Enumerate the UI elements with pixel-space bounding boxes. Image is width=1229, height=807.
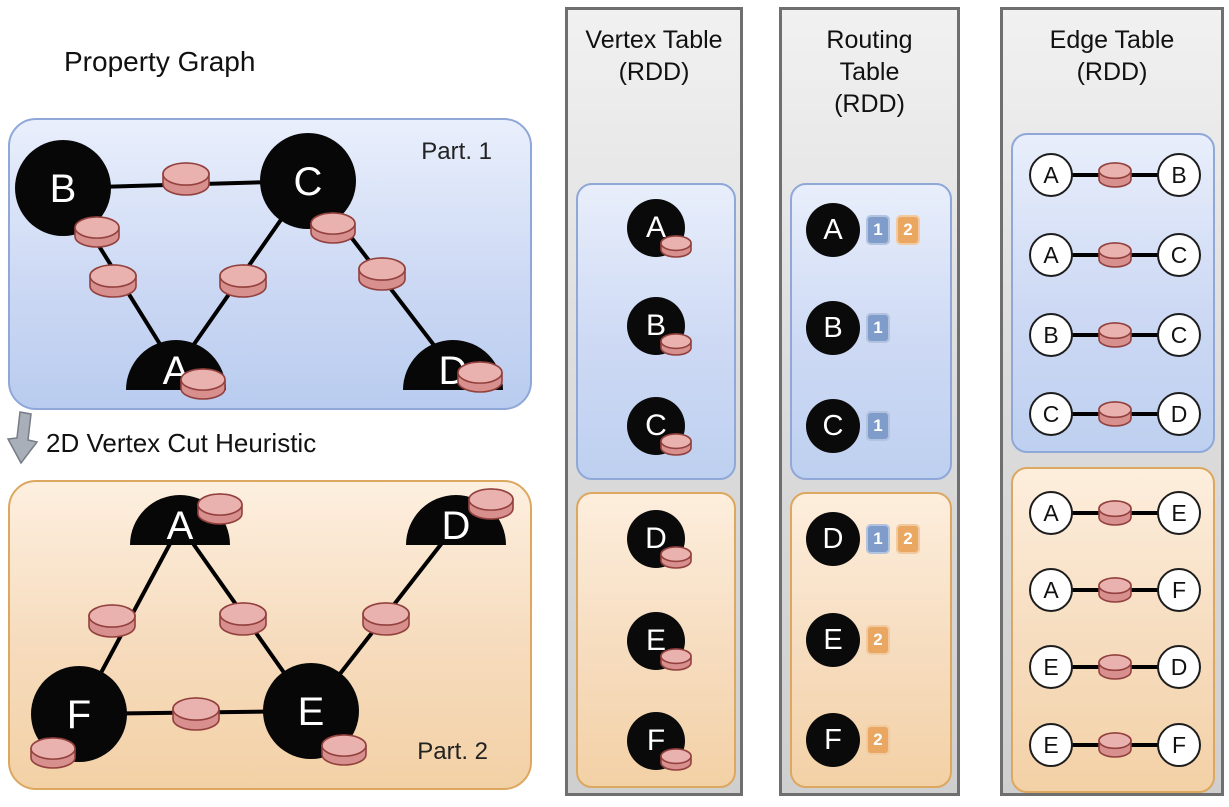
- routing-partition-badge-1: 1: [866, 215, 890, 245]
- edge-property-cylinder-icon-lid: [1098, 732, 1132, 750]
- vertex-property-cylinder-icon: [660, 545, 692, 569]
- edge-endpoint-F: F: [1157, 723, 1201, 767]
- routing-table-title-line: Table: [839, 58, 900, 86]
- edge-endpoint-A: A: [1029, 568, 1073, 612]
- edge-property-cylinder-icon: [1098, 401, 1132, 427]
- edge-property-cylinder-icon: [1098, 242, 1132, 268]
- vertex-property-cylinder-icon: [660, 332, 692, 356]
- edge-property-cylinder-icon: [1098, 162, 1132, 188]
- routing-table-title-line: (RDD): [834, 90, 905, 118]
- vertex-table-title-line: Vertex Table: [585, 26, 723, 54]
- edge-property-cylinder-icon-lid: [1098, 162, 1132, 180]
- edge-property-cylinder-icon: [1098, 500, 1132, 526]
- edge-endpoint-E: E: [1029, 645, 1073, 689]
- edge-endpoint-D: D: [1157, 645, 1201, 689]
- cut-heuristic-label: 2D Vertex Cut Heuristic: [46, 428, 317, 458]
- edge-property-cylinder-icon-lid: [1098, 500, 1132, 518]
- property-graph-title: Property Graph: [64, 46, 256, 77]
- edge-endpoint-A: A: [1029, 153, 1073, 197]
- edge-endpoint-A: A: [1029, 233, 1073, 277]
- edge-table-title-line: (RDD): [1076, 58, 1148, 86]
- edge-endpoint-C: C: [1029, 392, 1073, 436]
- routing-entry-D: D: [806, 512, 860, 566]
- routing-entry-E: E: [806, 613, 860, 667]
- routing-partition-badge-2: 2: [896, 524, 920, 554]
- routing-entry-A: A: [806, 203, 860, 257]
- edge-endpoint-E: E: [1157, 491, 1201, 535]
- edge-endpoint-C: C: [1157, 233, 1201, 277]
- routing-partition-badge-2: 2: [866, 625, 890, 655]
- vertex-property-cylinder-icon: [660, 747, 692, 771]
- edge-property-cylinder-icon: [1098, 577, 1132, 603]
- edge-property-cylinder-icon: [1098, 654, 1132, 680]
- partition-1-label: Part. 1: [421, 138, 492, 165]
- routing-partition-badge-1: 1: [866, 411, 890, 441]
- edge-property-cylinder-icon: [1098, 162, 1132, 188]
- vertex-property-cylinder-icon: [660, 545, 692, 569]
- edge-endpoint-A: A: [1029, 491, 1073, 535]
- edge-property-cylinder-icon: [1098, 242, 1132, 268]
- edge-property-cylinder-icon: [1098, 732, 1132, 758]
- edge-endpoint-E: E: [1029, 723, 1073, 767]
- routing-entry-C: C: [806, 399, 860, 453]
- partition-2-label: Part. 2: [417, 738, 488, 765]
- edge-table-title-line: Edge Table: [1049, 26, 1175, 54]
- edge-property-cylinder-icon-lid: [1098, 654, 1132, 672]
- routing-partition-badge-1: 1: [866, 524, 890, 554]
- vertex-property-cylinder-icon: [660, 234, 692, 258]
- partition-1-box: Part. 1: [8, 118, 532, 410]
- edge-property-cylinder-icon-lid: [1098, 242, 1132, 260]
- edge-property-cylinder-icon-lid: [1098, 577, 1132, 595]
- routing-partition-badge-2: 2: [866, 725, 890, 755]
- vertex-property-cylinder-icon-lid: [660, 332, 692, 349]
- edge-endpoint-B: B: [1157, 153, 1201, 197]
- edge-property-cylinder-icon: [1098, 654, 1132, 680]
- vertex-property-cylinder-icon-lid: [660, 747, 692, 764]
- routing-entry-F: F: [806, 713, 860, 767]
- edge-property-cylinder-icon-lid: [1098, 322, 1132, 340]
- vertex-property-cylinder-icon: [660, 332, 692, 356]
- routing-partition-badge-1: 1: [866, 313, 890, 343]
- edge-property-cylinder-icon: [1098, 577, 1132, 603]
- vertex-property-cylinder-icon: [660, 647, 692, 671]
- vertex-table-title-line: (RDD): [618, 58, 690, 86]
- vertex-table-title: Vertex Table (RDD): [568, 24, 740, 88]
- edge-property-cylinder-icon: [1098, 322, 1132, 348]
- cut-arrow-icon: [6, 411, 39, 465]
- edge-endpoint-C: C: [1157, 313, 1201, 357]
- edge-endpoint-D: D: [1157, 392, 1201, 436]
- vertex-property-cylinder-icon: [660, 234, 692, 258]
- cut-arrow-shape: [6, 411, 39, 465]
- edge-property-cylinder-icon: [1098, 732, 1132, 758]
- vertex-property-cylinder-icon-lid: [660, 545, 692, 562]
- edge-endpoint-F: F: [1157, 568, 1201, 612]
- vertex-property-cylinder-icon: [660, 647, 692, 671]
- vertex-property-cylinder-icon: [660, 432, 692, 456]
- edge-property-cylinder-icon: [1098, 401, 1132, 427]
- routing-partition-badge-2: 2: [896, 215, 920, 245]
- partition-2-box: Part. 2: [8, 480, 532, 790]
- vertex-property-cylinder-icon-lid: [660, 432, 692, 449]
- vertex-property-cylinder-icon: [660, 747, 692, 771]
- routing-table-title-line: Routing: [826, 26, 913, 54]
- vertex-property-cylinder-icon: [660, 432, 692, 456]
- edge-endpoint-B: B: [1029, 313, 1073, 357]
- edge-table-title: Edge Table (RDD): [1003, 24, 1221, 88]
- vertex-property-cylinder-icon-lid: [660, 647, 692, 664]
- edge-property-cylinder-icon: [1098, 322, 1132, 348]
- edge-property-cylinder-icon: [1098, 500, 1132, 526]
- edge-property-cylinder-icon-lid: [1098, 401, 1132, 419]
- routing-entry-B: B: [806, 301, 860, 355]
- vertex-property-cylinder-icon-lid: [660, 234, 692, 251]
